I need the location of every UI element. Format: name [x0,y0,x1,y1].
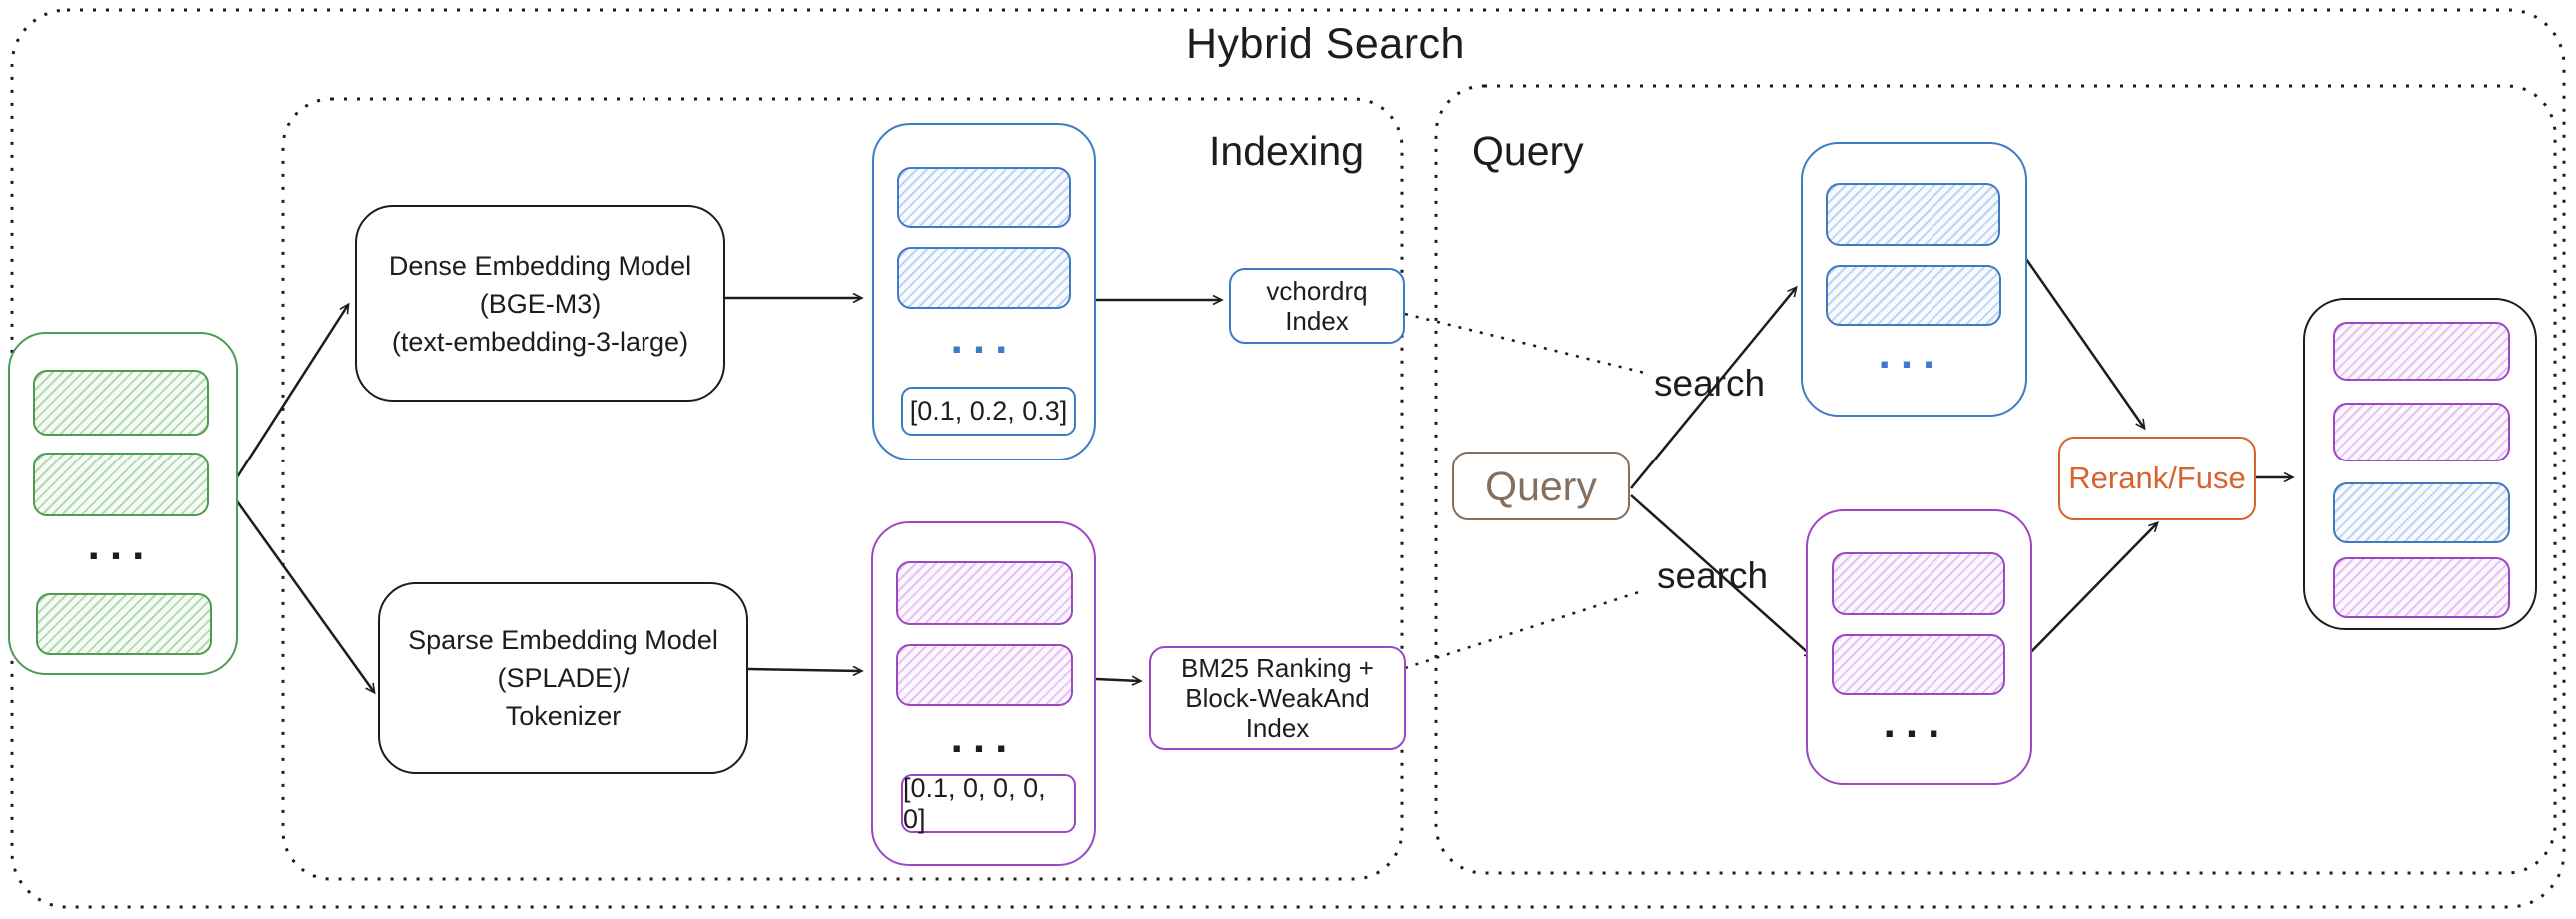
arrow-docs-to-sparse-model [235,500,374,692]
document-item [33,370,209,436]
sparse-vector-ellipsis: ... [950,713,1018,762]
sparse-vector-item [896,561,1073,625]
dense-vector-sample: [0.1, 0.2, 0.3] [901,387,1076,436]
vchordrq-line1: vchordrq [1266,276,1368,306]
sparse-model-line2: (SPLADE)/ [497,663,630,693]
page-title: Hybrid Search [1186,20,1465,68]
sparse-model-line3: Tokenizer [505,701,622,731]
query-frame [1434,84,2557,875]
result-item-sparse [2333,403,2510,461]
sparse-model-line1: Sparse Embedding Model [408,625,718,655]
bm25-line1: BM25 Ranking + [1181,653,1374,683]
query-dense-item [1826,265,2001,326]
dense-embedding-model-box: Dense Embedding Model (BGE-M3) (text-emb… [355,205,725,402]
arrow-query-to-sparse-stack [1630,494,1813,657]
indexing-label: Indexing [1209,128,1365,174]
sparse-vector-item [896,644,1073,706]
documents-ellipsis: ... [87,520,155,569]
query-sparse-ellipsis: ... [1883,698,1950,747]
bm25-index-box: BM25 Ranking + Block-WeakAnd Index [1149,646,1406,750]
query-sparse-item [1832,552,2005,615]
dense-model-line2: (BGE-M3) [479,288,602,319]
arrow-dense-stack-to-rerank [2024,258,2144,428]
arrow-query-to-dense-stack [1630,288,1796,489]
sparse-embedding-model-box: Sparse Embedding Model (SPLADE)/ Tokeniz… [378,582,748,774]
dense-vector-item [897,167,1071,228]
query-dense-ellipsis: ... [1878,329,1945,378]
query-label: Query [1472,128,1584,174]
arrow-sparse-model-to-vectors [747,669,861,671]
arrow-sparse-vectors-to-index [1095,679,1140,681]
result-item-dense [2333,482,2510,543]
arrow-docs-to-dense-model [235,305,348,478]
arrow-sparse-stack-to-rerank [2022,523,2157,661]
query-dense-item [1826,183,2000,246]
rerank-fuse-box: Rerank/Fuse [2058,437,2256,520]
bm25-line2: Block-WeakAnd Index [1185,683,1370,743]
hybrid-search-frame [10,8,2566,909]
dotted-vchordrq-to-search [1404,312,1650,376]
result-item-sparse [2333,557,2510,618]
dense-vector-ellipsis: ... [950,314,1018,363]
vchordrq-index-box: vchordrq Index [1229,268,1405,344]
vchordrq-line2: Index [1285,306,1349,336]
document-item [33,453,209,516]
dense-vector-item [897,247,1071,309]
query-sparse-item [1832,634,2005,695]
sparse-vector-sample: [0.1, 0, 0, 0, 0] [901,773,1076,834]
search-label-sparse: search [1657,555,1769,596]
document-item [36,593,212,655]
query-box: Query [1452,452,1630,520]
result-item-sparse [2333,322,2510,381]
query-box-label: Query [1485,462,1597,509]
dense-model-line3: (text-embedding-3-large) [391,326,689,357]
dotted-bm25-to-search [1404,588,1646,670]
search-label-dense: search [1654,363,1766,404]
dense-model-line1: Dense Embedding Model [388,250,692,281]
rerank-fuse-label: Rerank/Fuse [2068,460,2246,495]
